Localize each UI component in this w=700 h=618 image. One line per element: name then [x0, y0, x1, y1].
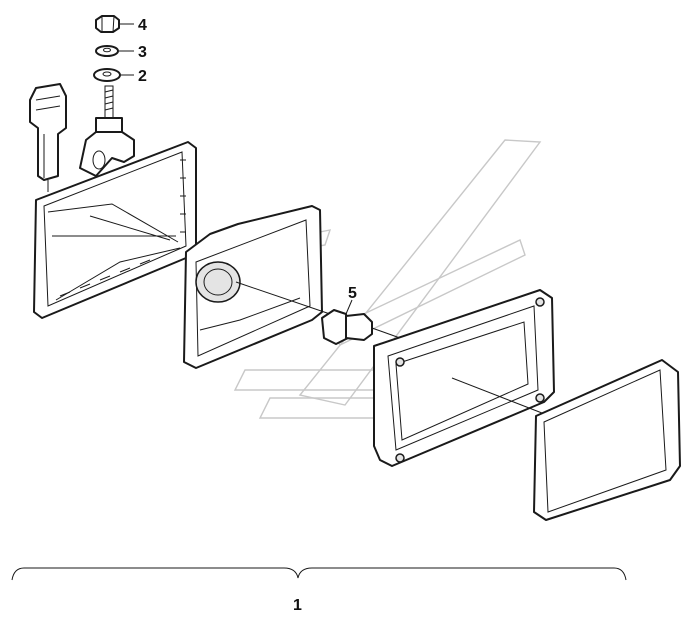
front-bezel-frame: [373, 289, 561, 467]
callout-3: 3: [138, 44, 147, 61]
callout-2: 2: [138, 68, 147, 85]
bulb-part-5: [321, 309, 401, 345]
nut-part-4: [95, 15, 120, 33]
front-lens: [533, 359, 681, 521]
mounting-stud: [79, 85, 135, 177]
reflector-bowl: [183, 205, 331, 369]
washer-part-3: [95, 45, 119, 57]
washer-part-2: [93, 68, 121, 82]
callout-4: 4: [138, 17, 147, 34]
callout-5: 5: [348, 285, 357, 302]
callout-leaders: [11, 23, 627, 581]
wire-connector: [29, 83, 67, 192]
callout-1: 1: [293, 597, 302, 614]
